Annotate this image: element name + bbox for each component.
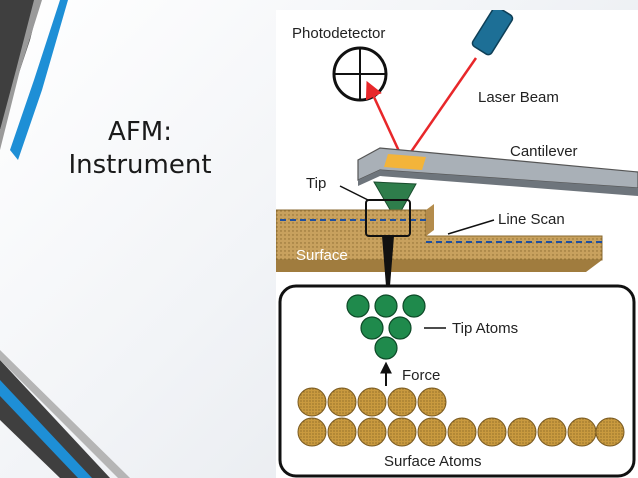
slide-title-line-1: AFM: <box>108 117 172 147</box>
laser-beam-label: Laser Beam <box>478 89 559 106</box>
photodetector-icon <box>332 46 388 102</box>
surface-atoms-label: Surface Atoms <box>384 453 482 470</box>
tip-label: Tip <box>306 175 326 192</box>
tip-atoms-label: Tip Atoms <box>452 320 518 337</box>
laser-beam-reflected <box>365 80 406 163</box>
stripe-blue-lower <box>0 380 92 478</box>
slide-title: AFM: Instrument <box>40 116 240 182</box>
tip-label-pointer <box>339 185 369 201</box>
surface-label: Surface <box>296 247 348 264</box>
laser-source-icon <box>471 10 514 56</box>
afm-diagram-svg: Photodetector Laser Beam Cantilever Tip <box>276 10 638 478</box>
line-scan-label-pointer <box>447 219 495 235</box>
slide-title-line-2: Instrument <box>68 150 212 180</box>
laser-spot <box>384 154 426 170</box>
laser-beam-incident <box>402 57 478 163</box>
surface-atoms <box>297 387 625 447</box>
force-label: Force <box>402 367 440 384</box>
surface-block <box>276 204 603 272</box>
cantilever-label: Cantilever <box>510 143 578 160</box>
stripe-blue-upper <box>10 0 68 160</box>
stripe-light-lower <box>0 350 130 478</box>
stripe-dark-lower <box>0 360 110 478</box>
cantilever <box>357 147 638 196</box>
zoom-inset-panel <box>278 284 636 478</box>
line-scan-label: Line Scan <box>498 211 565 228</box>
photodetector-label: Photodetector <box>292 25 385 42</box>
zoom-connector <box>382 236 394 286</box>
tip-atoms <box>346 294 426 360</box>
afm-diagram: Photodetector Laser Beam Cantilever Tip <box>276 10 638 478</box>
